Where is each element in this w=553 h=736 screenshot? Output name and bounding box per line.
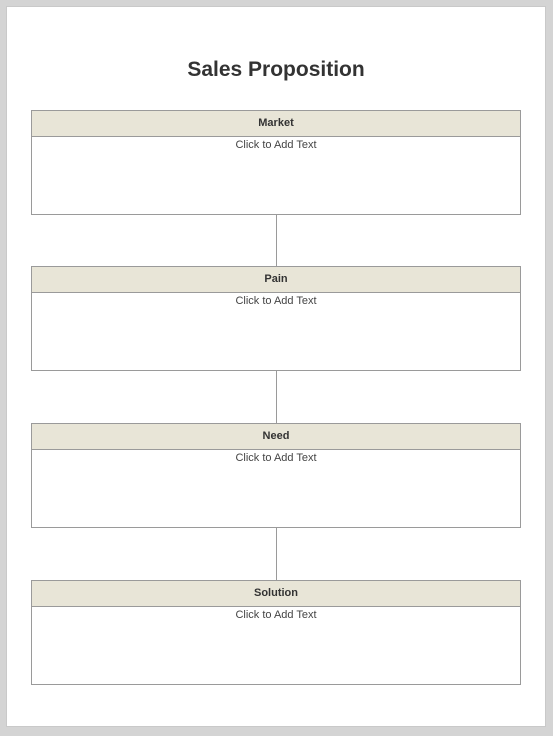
block-need[interactable]: Need Click to Add Text <box>31 423 521 528</box>
diagram-title[interactable]: Sales Proposition <box>187 58 365 81</box>
connector-need-solution <box>276 528 277 580</box>
block-market[interactable]: Market Click to Add Text <box>31 110 521 215</box>
block-solution-header[interactable]: Solution <box>32 581 520 607</box>
block-market-header[interactable]: Market <box>32 111 520 137</box>
block-pain[interactable]: Pain Click to Add Text <box>31 266 521 371</box>
block-need-body[interactable]: Click to Add Text <box>235 452 317 464</box>
block-need-header[interactable]: Need <box>32 424 520 450</box>
block-solution-body[interactable]: Click to Add Text <box>235 609 317 621</box>
block-pain-body[interactable]: Click to Add Text <box>235 295 317 307</box>
block-market-body[interactable]: Click to Add Text <box>235 139 317 151</box>
connector-market-pain <box>276 215 277 266</box>
connector-pain-need <box>276 371 277 423</box>
block-pain-header[interactable]: Pain <box>32 267 520 293</box>
diagram-page: Sales Proposition Market Click to Add Te… <box>6 6 546 727</box>
block-solution[interactable]: Solution Click to Add Text <box>31 580 521 685</box>
